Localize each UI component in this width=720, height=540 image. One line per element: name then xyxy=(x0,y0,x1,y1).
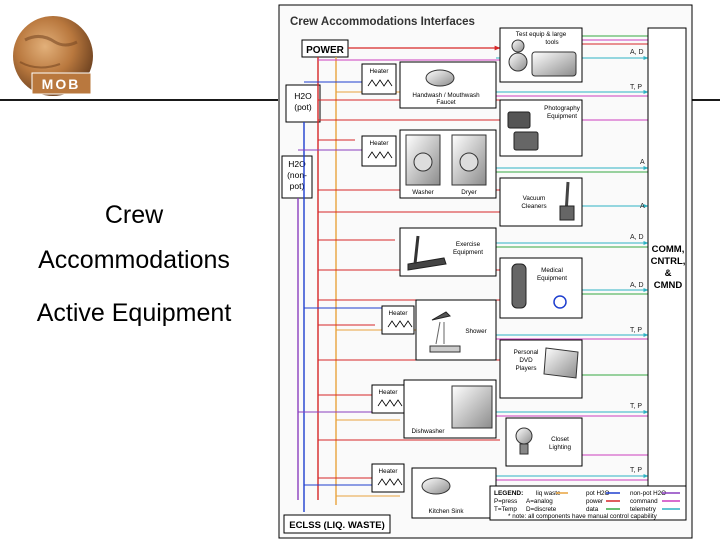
signal-label: A xyxy=(640,203,645,210)
comm-label3: & xyxy=(665,268,672,279)
logo-text: MOB xyxy=(42,76,81,92)
svg-text:Equipment: Equipment xyxy=(453,249,483,256)
svg-text:Heater: Heater xyxy=(389,310,408,317)
handwash-box: Handwash / Mouthwash Faucet xyxy=(399,61,497,109)
svg-text:Heater: Heater xyxy=(379,468,398,475)
comm-label4: CMND xyxy=(654,280,683,291)
svg-text:Handwash / Mouthwash: Handwash / Mouthwash xyxy=(412,92,480,99)
signal-label: A, D xyxy=(630,49,644,56)
svg-text:A=analog: A=analog xyxy=(526,498,553,505)
svg-text:T=Temp: T=Temp xyxy=(494,506,517,513)
svg-text:Exercise: Exercise xyxy=(456,241,481,248)
heater-5: Heater xyxy=(371,463,405,493)
interfaces-diagram: Crew Accommodations Interfaces POWER H2O… xyxy=(278,4,693,539)
comm-box xyxy=(647,27,687,491)
mob-logo: MOB xyxy=(13,16,93,96)
legend-note: * note: all components have manual contr… xyxy=(508,513,658,520)
svg-text:Kitchen Sink: Kitchen Sink xyxy=(428,508,464,515)
h2o-pot-label2: (pot) xyxy=(294,102,312,112)
test-equip-box: Test equip & large tools xyxy=(499,27,583,83)
h2o-pot-label1: H2O xyxy=(294,91,312,101)
svg-text:Closet: Closet xyxy=(551,436,569,443)
heater-3: Heater xyxy=(381,305,415,335)
signal-label: T, P xyxy=(630,327,642,334)
power-label: POWER xyxy=(306,45,345,56)
vacuum-box: Vacuum Cleaners xyxy=(499,177,583,227)
svg-text:Personal: Personal xyxy=(514,349,539,356)
svg-text:Players: Players xyxy=(516,365,537,372)
legend-box: LEGEND: liq waste pot H2O non-pot H2O P=… xyxy=(489,485,687,521)
h2o-nonpot-box xyxy=(281,155,313,199)
shower-box: Shower xyxy=(415,299,497,361)
signal-label: T, P xyxy=(630,84,642,91)
svg-text:command: command xyxy=(630,498,658,505)
svg-text:Equipment: Equipment xyxy=(537,275,567,282)
svg-text:DVD: DVD xyxy=(519,357,533,364)
closet-box: Closet Lighting xyxy=(505,417,583,467)
ecls-label: ECLSS (LIQ. WASTE) xyxy=(289,520,385,531)
equipment-boxes: Test equip & large tools Handwash / Mout… xyxy=(399,27,583,519)
slide-subtitle: Active Equipment xyxy=(37,299,232,327)
svg-text:D=discrete: D=discrete xyxy=(526,506,557,513)
slide-title-line2: Accommodations xyxy=(38,246,230,274)
signal-labels: A, D T, P A A A, D A, D T, P T, P T, P xyxy=(630,49,645,474)
h2o-nonpot-label1: H2O xyxy=(288,159,306,169)
svg-text:tools: tools xyxy=(545,39,558,46)
svg-text:Heater: Heater xyxy=(370,140,389,147)
signal-label: T, P xyxy=(630,403,642,410)
comm-label2: CNTRL, xyxy=(651,256,686,267)
heater-units: Heater Heater Heater Heater Heater xyxy=(361,63,415,493)
svg-text:power: power xyxy=(586,498,603,505)
signal-lines xyxy=(496,35,649,481)
signal-label: A xyxy=(640,159,645,166)
heater-4: Heater xyxy=(371,384,405,414)
dishwasher-box: Dishwasher xyxy=(403,379,497,439)
svg-text:Medical: Medical xyxy=(541,267,563,274)
svg-text:Faucet: Faucet xyxy=(436,99,456,106)
svg-text:Equipment: Equipment xyxy=(547,113,577,120)
svg-text:Heater: Heater xyxy=(370,68,389,75)
svg-text:Cleaners: Cleaners xyxy=(521,203,546,210)
washer-dryer-box: Washer Dryer xyxy=(399,129,497,199)
svg-text:pot H2O: pot H2O xyxy=(586,490,610,497)
diagram-title: Crew Accommodations Interfaces xyxy=(290,16,475,28)
h2o-nonpot-label3: pot) xyxy=(290,181,305,191)
svg-text:liq waste: liq waste xyxy=(536,490,561,497)
svg-text:Test equip & large: Test equip & large xyxy=(516,31,567,38)
signal-label: A, D xyxy=(630,234,644,241)
h2o-pot-box xyxy=(285,84,321,123)
comm-label1: COMM, xyxy=(652,244,685,255)
exercise-box: Exercise Equipment xyxy=(399,227,497,277)
svg-text:P=press: P=press xyxy=(494,498,517,505)
svg-text:Shower: Shower xyxy=(465,328,486,335)
photography-box: Photography Equipment xyxy=(499,99,583,157)
kitchen-sink-box: Kitchen Sink xyxy=(411,467,497,519)
svg-text:telemetry: telemetry xyxy=(630,506,657,513)
signal-label: A, D xyxy=(630,282,644,289)
svg-text:Dishwasher: Dishwasher xyxy=(412,428,445,435)
heater-2: Heater xyxy=(361,135,397,167)
svg-text:Photography: Photography xyxy=(544,105,581,112)
legend-title: LEGEND: xyxy=(494,490,523,497)
svg-text:Washer: Washer xyxy=(412,189,433,196)
svg-text:Dryer: Dryer xyxy=(461,189,476,196)
svg-text:Lighting: Lighting xyxy=(549,444,572,451)
svg-text:Vacuum: Vacuum xyxy=(523,195,546,202)
medical-box: Medical Equipment xyxy=(499,257,583,319)
signal-label: T, P xyxy=(630,467,642,474)
dvd-box: Personal DVD Players xyxy=(499,339,583,399)
ecls-box xyxy=(283,514,391,534)
heater-1: Heater xyxy=(361,63,397,95)
svg-text:non-pot H2O: non-pot H2O xyxy=(630,490,666,497)
svg-text:data: data xyxy=(586,506,599,513)
h2o-nonpot-label2: (non- xyxy=(287,170,307,180)
slide-title-line1: Crew xyxy=(105,201,164,229)
svg-text:Heater: Heater xyxy=(379,389,398,396)
